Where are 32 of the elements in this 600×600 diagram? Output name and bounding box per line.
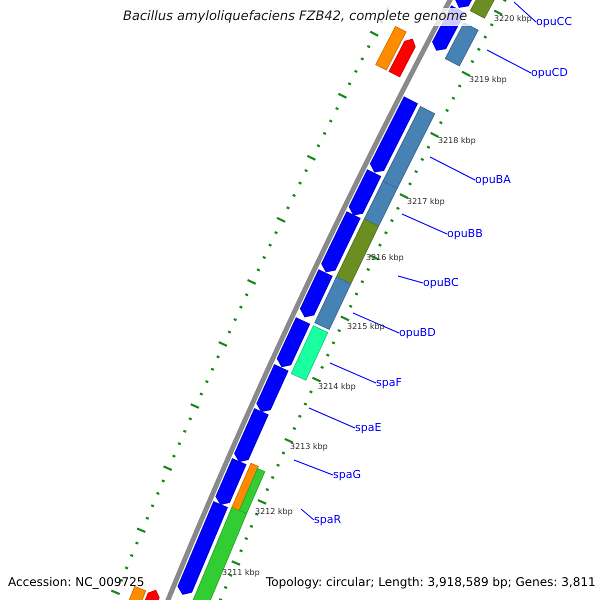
gene-label: spaE xyxy=(355,421,382,435)
gene-label: opuCC xyxy=(536,15,572,29)
leader-line xyxy=(430,156,476,180)
scale-label: 3215 kbp xyxy=(347,321,385,332)
scale-label: 3211 kbp xyxy=(222,567,260,578)
leader-line xyxy=(486,50,532,74)
map-title: Bacillus amyloliquefaciens FZB42, complete genome xyxy=(120,8,470,26)
leader-line xyxy=(300,508,314,520)
gene-label: spaF xyxy=(376,376,402,390)
gene-label: opuBA xyxy=(475,173,511,187)
scale-label: 3218 kbp xyxy=(438,135,476,146)
leader-line xyxy=(402,214,448,234)
leader-line xyxy=(294,460,334,476)
scale-label: 3220 kbp xyxy=(494,13,532,24)
scale-label: 3214 kbp xyxy=(318,381,356,392)
info-text: Topology: circular; Length: 3,918,589 bp; Genes: 3,811 xyxy=(266,575,596,589)
scale-label: 3217 kbp xyxy=(407,196,445,207)
gene-label: spaG xyxy=(333,468,361,482)
leader-line xyxy=(514,2,536,22)
leader-line xyxy=(308,408,356,428)
scale-label: 3219 kbp xyxy=(469,74,507,85)
gene-label: opuCD xyxy=(531,66,568,80)
scale-label: 3213 kbp xyxy=(290,441,328,452)
gene-label: opuBD xyxy=(399,326,436,340)
leader-line xyxy=(398,276,424,284)
gene-label: opuBB xyxy=(447,227,483,241)
leader-line xyxy=(352,312,400,334)
gene-label: opuBC xyxy=(423,276,459,290)
leader-line xyxy=(330,362,376,384)
info-text: Accession: NC_009725 xyxy=(8,575,144,589)
gene-label: spaR xyxy=(314,513,342,527)
scale-label: 3212 kbp xyxy=(255,506,293,517)
